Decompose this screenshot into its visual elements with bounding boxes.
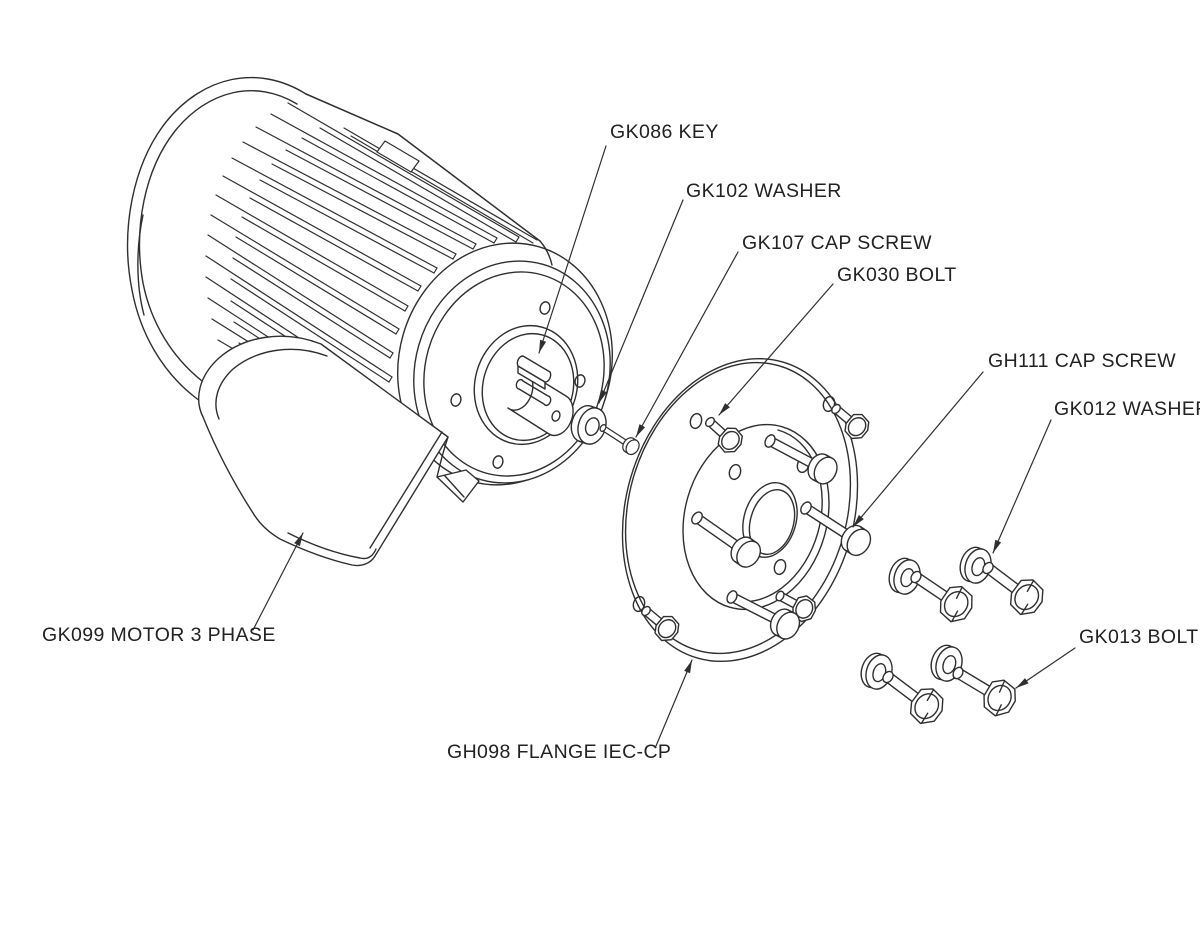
motor-terminal-box [198, 335, 449, 567]
leader-lines [252, 145, 1076, 747]
arrowhead-gk086 [539, 339, 547, 353]
leader-gk107 [635, 251, 739, 438]
face-hole [450, 393, 462, 407]
label-gh098-flange: GH098 FLANGE IEC-CP [447, 741, 671, 763]
callout-labels: GK086 KEY GK102 WASHER GK107 CAP SCREW G… [42, 121, 1200, 763]
label-gk107-cap-screw: GK107 CAP SCREW [742, 232, 932, 254]
shaft-keyway-slot [515, 378, 552, 407]
flange-gh098 [621, 357, 859, 663]
flange-hub-hole [728, 463, 742, 481]
flange-ring-hole [689, 412, 703, 430]
arrowhead-gk013 [1016, 678, 1029, 688]
cap-screw-gk107 [596, 419, 643, 458]
arrowhead-gk099 [294, 533, 303, 547]
shaft-key-gk086 [516, 355, 552, 390]
leader-gh111 [852, 371, 984, 528]
face-hole [492, 455, 504, 469]
label-gk102-washer: GK102 WASHER [686, 180, 842, 202]
motor-foot-bracket [436, 469, 480, 503]
label-gk086-key: GK086 KEY [610, 121, 719, 143]
motor-gk099-drawing [126, 76, 613, 567]
face-hole [539, 301, 551, 315]
label-gh111-cap-screw: GH111 CAP SCREW [988, 350, 1176, 372]
shaft-center-hole [551, 410, 561, 422]
leader-gk099 [252, 532, 304, 631]
washers-gk012 [856, 543, 996, 694]
leader-gk086 [538, 145, 607, 354]
face-hole [574, 374, 586, 388]
leader-gk012 [992, 419, 1052, 554]
flange-ring-hole [632, 595, 646, 613]
label-gk099-motor: GK099 MOTOR 3 PHASE [42, 624, 276, 646]
flange-hub-hole [773, 558, 787, 576]
arrowhead-gk030 [719, 403, 730, 415]
arrowhead-gk107 [636, 424, 646, 437]
label-gk030-bolt: GK030 BOLT [837, 264, 957, 286]
leader-gk030 [718, 283, 834, 416]
motor-shaft [507, 371, 574, 437]
leader-gk102 [598, 199, 684, 404]
arrowhead-gh111 [853, 515, 864, 527]
motor-fan-cowl [126, 76, 307, 417]
arrowhead-gk012 [993, 539, 1002, 553]
arrowhead-gk102 [599, 389, 607, 403]
leader-gh098 [655, 659, 693, 747]
label-gk012-washer: GK012 WASHER [1054, 398, 1200, 420]
arrowhead-gh098 [684, 660, 692, 674]
label-gk013-bolt: GK013 BOLT [1079, 626, 1199, 648]
